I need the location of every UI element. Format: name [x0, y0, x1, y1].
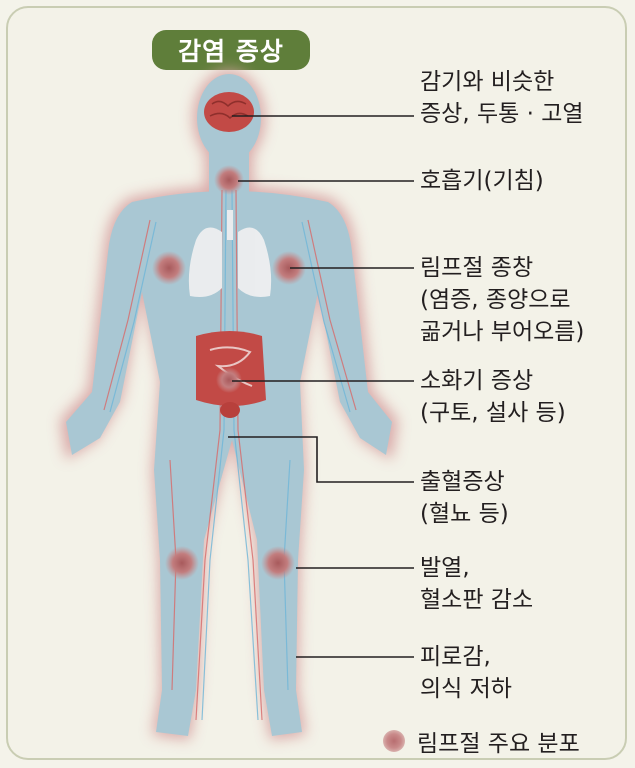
label-line: 의식 저하 [420, 673, 512, 705]
label-line: 혈소판 감소 [420, 584, 533, 616]
label-bleeding: 출혈증상 (혈뇨 등) [420, 466, 509, 530]
label-fatigue: 피로감, 의식 저하 [420, 641, 512, 705]
label-line: 피로감, [420, 641, 512, 673]
label-respiratory: 호흡기(기침) [420, 165, 544, 197]
label-line: 곪거나 부어오름) [420, 316, 584, 348]
label-line: 호흡기(기침) [420, 165, 544, 197]
label-line: 감기와 비슷한 [420, 66, 584, 98]
label-line: (구토, 설사 등) [420, 397, 566, 429]
label-line: 증상, 두통 · 고열 [420, 98, 584, 130]
label-fever-like-symptoms: 감기와 비슷한 증상, 두통 · 고열 [420, 66, 584, 130]
label-lymph-swelling: 림프절 종창 (염증, 종양으로 곪거나 부어오름) [420, 252, 584, 348]
label-line: (혈뇨 등) [420, 498, 509, 530]
legend-label: 림프절 주요 분포 [417, 724, 580, 758]
lymph-node-dot-icon [383, 730, 405, 752]
label-line: 소화기 증상 [420, 365, 566, 397]
label-line: 발열, [420, 552, 533, 584]
brain-icon [204, 92, 254, 132]
label-line: 림프절 종창 [420, 252, 584, 284]
label-line: (염증, 종양으로 [420, 284, 584, 316]
legend: 림프절 주요 분포 [383, 724, 580, 758]
label-digestive: 소화기 증상 (구토, 설사 등) [420, 365, 566, 429]
label-line: 출혈증상 [420, 466, 509, 498]
label-fever: 발열, 혈소판 감소 [420, 552, 533, 616]
